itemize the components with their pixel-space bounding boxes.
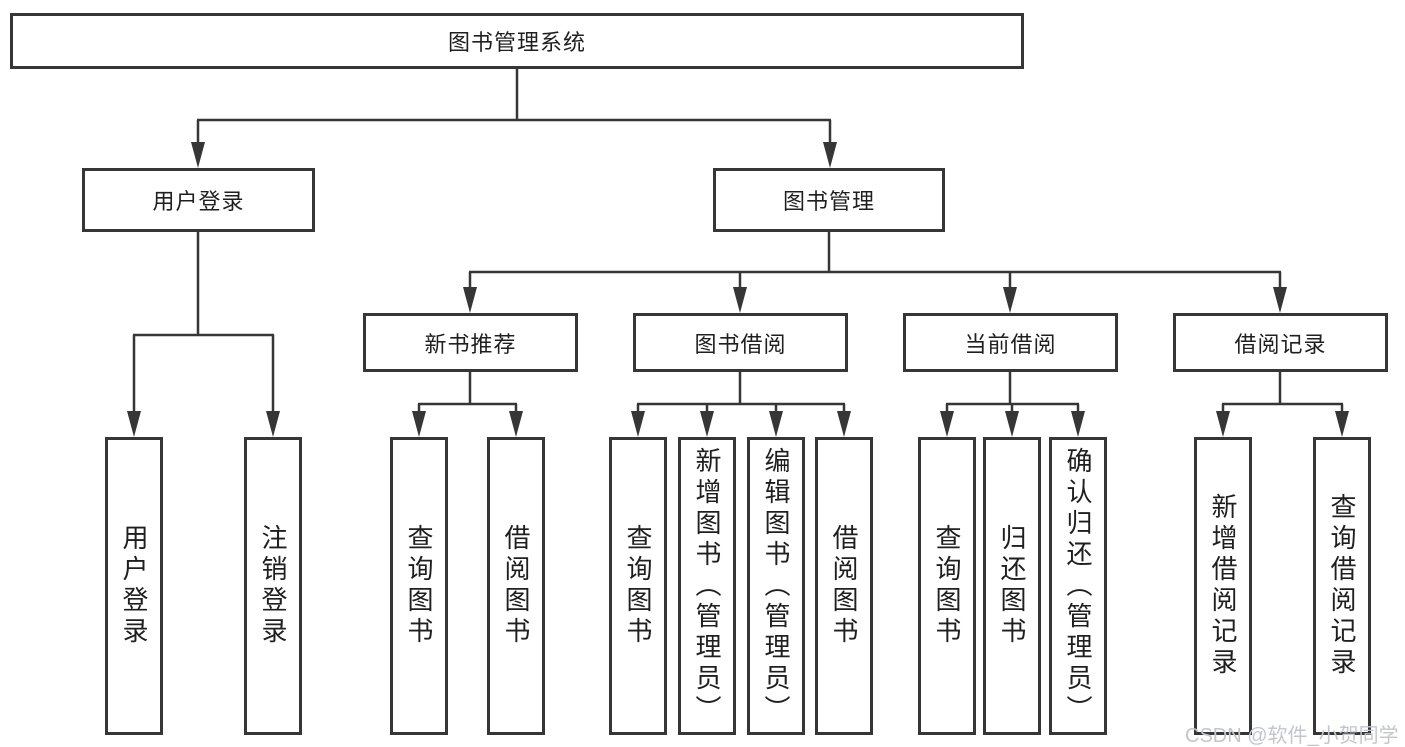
node-root-label: 图书管理系统 [447, 30, 586, 55]
leaf-query-borrow-record: 查询借阅记录 [1313, 437, 1371, 735]
leaf-edit-books-admin-label: 编辑图书（管理员） [761, 446, 791, 726]
leaf-query-books-borrowing: 查询图书 [609, 437, 667, 735]
node-root-system: 图书管理系统 [10, 13, 1024, 69]
leaf-borrow-books-label: 借阅图书 [829, 524, 859, 648]
connector-new-book [412, 372, 523, 437]
leaf-edit-books-admin: 编辑图书（管理员） [747, 437, 805, 735]
connector-user-login [127, 232, 280, 437]
leaf-logout-label: 注销登录 [258, 524, 288, 648]
connector-book-borrow [631, 372, 851, 437]
leaf-return-books: 归还图书 [983, 437, 1041, 735]
leaf-return-books-label: 归还图书 [997, 524, 1027, 648]
leaf-borrow-books: 借阅图书 [815, 437, 873, 735]
leaf-confirm-return-admin-label: 确认归还（管理员） [1063, 446, 1093, 726]
leaf-query-books-current-label: 查询图书 [932, 524, 962, 648]
node-user-login-label: 用户登录 [152, 189, 245, 214]
node-book-borrowing: 图书借阅 [633, 313, 848, 372]
leaf-user-login-label: 用户登录 [119, 524, 149, 648]
leaf-add-borrow-record-label: 新增借阅记录 [1208, 493, 1238, 679]
node-current-borrowing-label: 当前借阅 [964, 331, 1057, 357]
node-user-login: 用户登录 [82, 168, 315, 232]
leaf-add-books-admin: 新增图书（管理员） [678, 437, 736, 735]
leaf-add-books-admin-label: 新增图书（管理员） [692, 446, 722, 726]
csdn-watermark: CSDN @软件_小贺同学 [1185, 725, 1399, 747]
node-borrowing-records: 借阅记录 [1173, 313, 1388, 372]
node-borrowing-records-label: 借阅记录 [1234, 331, 1327, 357]
leaf-user-login: 用户登录 [105, 437, 163, 735]
node-book-management-label: 图书管理 [782, 189, 875, 214]
node-new-book-recommend-label: 新书推荐 [424, 331, 517, 357]
connector-book-mgmt [463, 232, 1287, 313]
leaf-borrow-books-recommend-label: 借阅图书 [501, 524, 531, 648]
leaf-add-borrow-record: 新增借阅记录 [1194, 437, 1252, 735]
node-book-management: 图书管理 [713, 168, 945, 232]
node-book-borrowing-label: 图书借阅 [694, 331, 787, 357]
leaf-confirm-return-admin: 确认归还（管理员） [1049, 437, 1107, 735]
connector-current-borrow [940, 372, 1085, 437]
node-current-borrowing: 当前借阅 [903, 313, 1118, 372]
leaf-borrow-books-recommend: 借阅图书 [487, 437, 545, 735]
leaf-query-books-recommend: 查询图书 [390, 437, 448, 735]
connector-borrow-records [1216, 372, 1349, 437]
leaf-query-borrow-record-label: 查询借阅记录 [1327, 493, 1357, 679]
leaf-query-books-borrowing-label: 查询图书 [623, 524, 653, 648]
connector-root [191, 69, 837, 168]
leaf-query-books-recommend-label: 查询图书 [404, 524, 434, 648]
leaf-logout: 注销登录 [244, 437, 302, 735]
leaf-query-books-current: 查询图书 [918, 437, 976, 735]
node-new-book-recommend: 新书推荐 [363, 313, 578, 372]
